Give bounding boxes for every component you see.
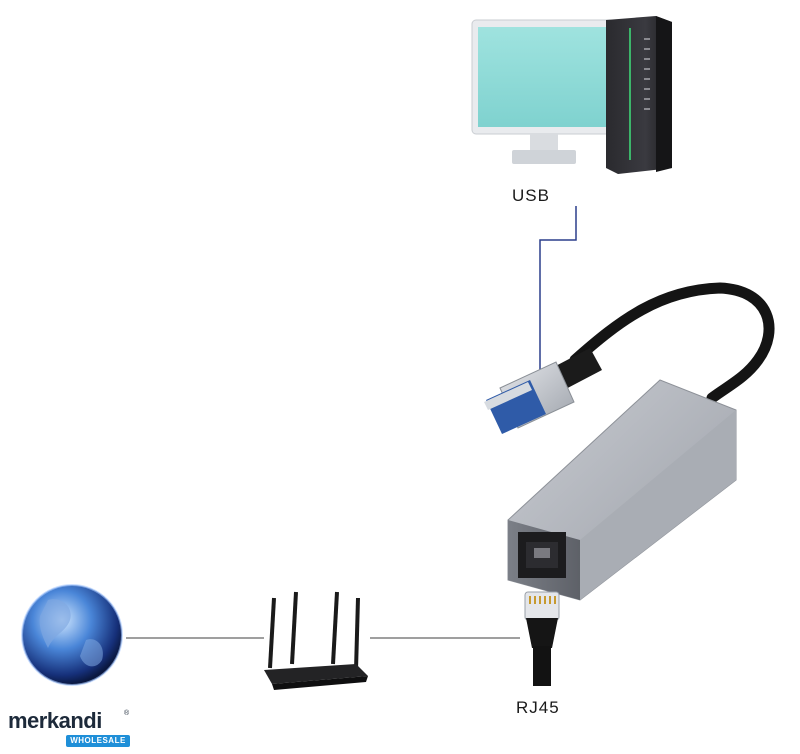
logo-tagline-badge: WHOLESALE <box>66 735 130 747</box>
rj45-plug-icon <box>524 591 560 686</box>
rj45-label: RJ45 <box>516 698 560 717</box>
usb-label: USB <box>512 186 550 205</box>
logo-registered-mark: ® <box>124 710 130 717</box>
merkandi-logo: merkandi ® WHOLESALE <box>8 708 138 748</box>
desktop-computer-icon <box>471 16 672 174</box>
router-icon <box>264 591 368 690</box>
logo-name: merkandi <box>8 708 102 733</box>
globe-icon <box>21 584 123 686</box>
usb-ethernet-adapter-icon <box>484 282 775 601</box>
usb-connection-line <box>539 206 577 372</box>
